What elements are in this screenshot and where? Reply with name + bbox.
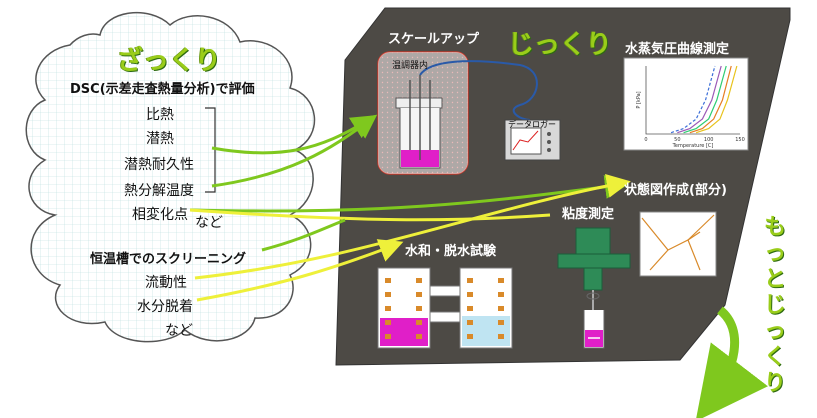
beaker	[395, 75, 443, 169]
side-title-text: もっとじっくり	[763, 215, 786, 396]
logger-cable	[419, 60, 538, 121]
arrow-fluidity-to-phase	[194, 174, 631, 280]
viscosity-label: 粘度測定	[562, 207, 615, 222]
cloud-title: ざっくり	[117, 46, 222, 76]
chamber-label: 温調器内	[392, 61, 429, 71]
side-title: もっとじっくり	[762, 215, 792, 397]
vapor-series-3	[689, 65, 732, 134]
hydration-label: 水和・脱水試験	[405, 244, 497, 259]
vapor-x-tick: 50	[674, 137, 680, 143]
vapor-x-tick: 150	[735, 137, 745, 143]
vapor-series-1	[677, 65, 722, 134]
phase-diagram-panel	[639, 211, 717, 277]
data-logger	[504, 119, 561, 161]
bath-heading: 恒温槽でのスクリーニング	[90, 252, 247, 267]
vapor-y-label: P [kPa]	[636, 91, 642, 108]
vapor-chart-axes	[645, 66, 740, 135]
vapor-x-label: Temperature [C]	[672, 143, 714, 149]
phase-label: 状態図作成(部分)	[624, 183, 727, 198]
vapor-x-tick: 0	[644, 137, 647, 143]
vapor-series-4	[695, 65, 738, 134]
phase-diagram-lines	[641, 214, 715, 271]
hydration-vessels	[377, 267, 513, 349]
scaleup-label: スケールアップ	[388, 32, 480, 47]
bath-item-moisture: 水分脱着	[137, 299, 193, 315]
dsc-item-latent-durability: 潜熱耐久性	[124, 157, 194, 173]
board-title: じっくり	[508, 30, 613, 60]
dsc-item-decomposition: 熱分解温度	[124, 183, 194, 199]
logger-label: データロガー	[508, 120, 556, 129]
arrow-more-careful	[695, 306, 768, 418]
bath-etc: など	[165, 323, 193, 339]
vapor-series-2	[683, 65, 727, 134]
arrow-decomp-to-scaleup	[211, 114, 378, 188]
dsc-item-latent-heat: 潜熱	[146, 131, 174, 147]
dsc-item-transition-point: 相変化点	[132, 207, 188, 223]
dsc-etc: など	[195, 215, 223, 231]
screening-cloud	[25, 11, 316, 343]
arrow-transition-to-phase	[189, 174, 629, 213]
vapor-chart-panel	[623, 57, 749, 151]
dsc-heading: DSC(示差走査熱量分析)で評価	[70, 82, 255, 97]
vapor-x-tick: 100	[704, 137, 714, 143]
vapor-label: 水蒸気圧曲線測定	[625, 42, 730, 57]
dsc-item-specific-heat: 比熱	[146, 107, 174, 123]
arrow-bath-to-board	[261, 218, 346, 252]
viscometer	[557, 227, 631, 349]
vapor-series-0	[670, 65, 716, 134]
arrow-transition-to-viscosity	[189, 208, 551, 222]
arrow-moisture-to-hydration	[196, 239, 404, 302]
bath-item-fluidity: 流動性	[145, 275, 187, 291]
